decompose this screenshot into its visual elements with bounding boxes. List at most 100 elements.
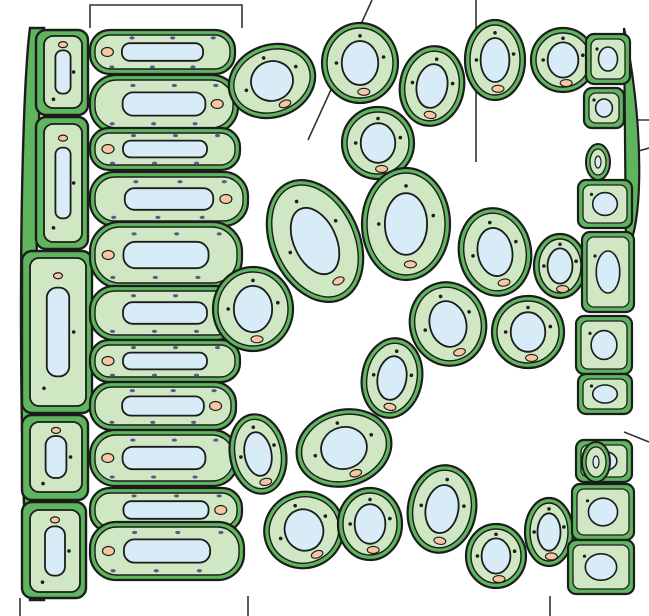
chloroplast (41, 580, 45, 584)
chloroplast (431, 214, 435, 218)
vacuole (596, 251, 620, 293)
chloroplast (131, 232, 136, 235)
chloroplast (152, 374, 157, 377)
vacuole (123, 353, 207, 370)
vacuole (124, 539, 210, 562)
nucleus (560, 80, 572, 87)
chloroplast (348, 522, 352, 526)
vacuole (46, 436, 67, 478)
vacuole (481, 38, 510, 82)
chloroplast (513, 549, 517, 553)
chloroplast (195, 276, 200, 279)
chloroplast (132, 531, 137, 534)
chloroplast (131, 494, 136, 497)
nucleus (526, 354, 538, 361)
vacuole (355, 504, 386, 544)
nucleus (54, 273, 63, 279)
chloroplast (172, 438, 177, 441)
chloroplast (170, 36, 175, 39)
chloroplast (194, 162, 199, 165)
chloroplast (592, 98, 595, 101)
chloroplast (69, 455, 73, 459)
chloroplast (42, 386, 46, 390)
nucleus (102, 454, 114, 463)
chloroplast (276, 301, 280, 305)
spongy-cell (465, 20, 525, 100)
nucleus (251, 336, 263, 343)
chloroplast (110, 276, 115, 279)
vacuole (123, 302, 207, 324)
spongy-cell (525, 498, 573, 566)
chloroplast (109, 65, 114, 68)
chloroplast (354, 141, 358, 145)
nucleus (367, 546, 379, 553)
chloroplast (595, 47, 598, 50)
chloroplast (110, 122, 115, 125)
vacuole (588, 498, 617, 526)
chloroplast (72, 70, 76, 74)
nucleus (557, 286, 569, 293)
chloroplast (532, 530, 536, 534)
chloroplast (131, 294, 136, 297)
chloroplast (153, 276, 158, 279)
chloroplast (109, 421, 114, 424)
chloroplast (130, 389, 135, 392)
vacuole (537, 513, 560, 550)
nucleus (102, 547, 114, 556)
chloroplast (512, 52, 516, 56)
vacuole (122, 43, 203, 61)
chloroplast (217, 232, 222, 235)
vacuole (596, 99, 613, 117)
vacuole (122, 396, 204, 415)
chloroplast (586, 499, 589, 502)
nucleus (220, 195, 232, 204)
chloroplast (52, 226, 56, 230)
chloroplast (41, 482, 45, 486)
chloroplast (376, 117, 380, 121)
chloroplast (130, 84, 135, 87)
chloroplast (110, 475, 115, 478)
chloroplast (155, 216, 160, 219)
spongy-cell (322, 23, 398, 103)
nucleus (102, 145, 114, 154)
chloroplast (494, 532, 498, 536)
chloroplast (388, 517, 392, 521)
vacuole (593, 193, 618, 216)
chloroplast (404, 184, 408, 188)
chloroplast (215, 134, 220, 137)
chloroplast (213, 438, 218, 441)
vacuole (123, 141, 207, 158)
nucleus (210, 402, 222, 411)
chloroplast (194, 374, 199, 377)
chloroplast (192, 122, 197, 125)
chloroplast (218, 531, 223, 534)
chloroplast (547, 507, 551, 511)
nucleus (358, 88, 370, 95)
spongy-cell (338, 488, 402, 560)
chloroplast (152, 330, 157, 333)
chloroplast (493, 31, 497, 35)
chloroplast (200, 216, 205, 219)
chloroplast (377, 222, 381, 226)
nucleus (59, 42, 68, 48)
chloroplast (475, 58, 479, 62)
vacuole (385, 193, 427, 255)
chloroplast (358, 34, 362, 38)
vacuole (55, 148, 70, 219)
chloroplast (52, 98, 56, 102)
chloroplast (173, 346, 178, 349)
chloroplast (194, 330, 199, 333)
chloroplast (226, 307, 230, 311)
nucleus (51, 517, 60, 523)
chloroplast (175, 531, 180, 534)
nucleus (376, 165, 388, 172)
spongy-cell (213, 267, 293, 351)
vacuole (595, 156, 601, 168)
chloroplast (561, 36, 565, 40)
chloroplast (583, 555, 586, 558)
chloroplast (541, 58, 545, 62)
chloroplast (562, 525, 566, 529)
vacuole (342, 41, 378, 85)
vacuole (47, 288, 69, 377)
